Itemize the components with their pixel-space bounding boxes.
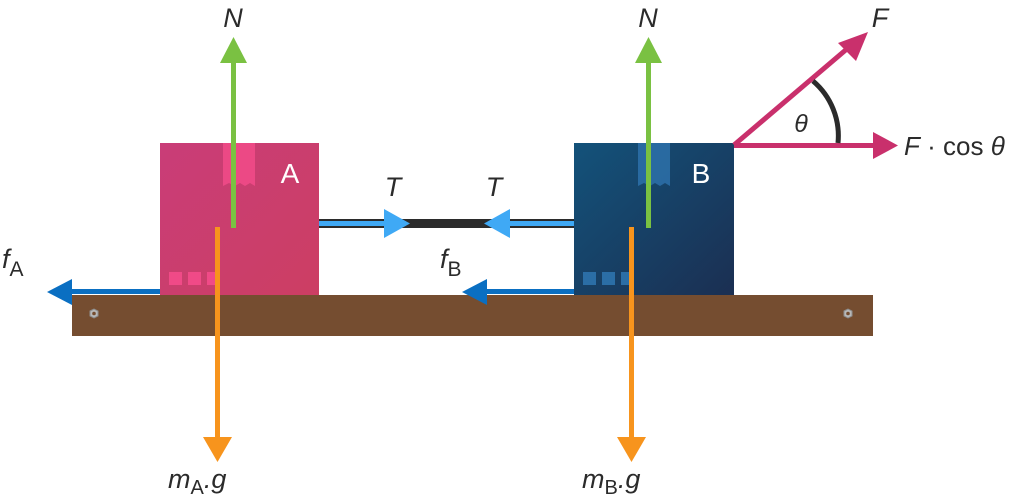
surface — [72, 295, 873, 336]
friction-label-a: fA — [2, 244, 24, 281]
weight-label-b-sub: B — [605, 477, 618, 499]
label-square — [602, 272, 615, 285]
block-b-label: B — [692, 158, 711, 189]
label-square — [169, 272, 182, 285]
weight-label-b: mB.g — [582, 464, 640, 499]
hex-nut-icon — [843, 308, 853, 319]
tension-shaft-b — [500, 221, 574, 226]
friction-arrow-a — [47, 279, 160, 305]
friction-label-a-sub: A — [10, 258, 24, 281]
tension-arrow-b — [484, 209, 510, 238]
hex-nut-icon — [89, 308, 99, 319]
horizontal-component-arrow — [734, 132, 898, 159]
friction-label-a-main: f — [2, 244, 12, 274]
tension-label-b: T — [486, 172, 505, 202]
weight-label-b-main: m — [582, 464, 605, 494]
applied-force-label: F — [872, 3, 890, 33]
tape-icon — [223, 143, 255, 186]
horizontal-component-label: F · cos θ — [904, 131, 1005, 161]
friction-arrow-b — [462, 279, 575, 305]
block-a-label: A — [281, 158, 300, 189]
angle-arc — [811, 79, 841, 144]
normal-label-a: N — [223, 3, 243, 33]
weight-label-b-tail: .g — [618, 464, 641, 494]
normal-arrow-a — [220, 37, 247, 228]
weight-label-a-main: m — [168, 464, 191, 494]
tape-icon — [638, 143, 670, 186]
label-square — [621, 272, 630, 285]
surface-board — [72, 295, 873, 336]
normal-arrow-b — [635, 37, 662, 228]
friction-label-b-main: f — [440, 244, 450, 274]
friction-label-b-sub: B — [448, 258, 462, 281]
normal-label-b: N — [638, 3, 658, 33]
block-b: B — [574, 143, 734, 295]
friction-label-b: fB — [440, 244, 462, 281]
label-square — [207, 272, 216, 285]
weight-label-a: mA.g — [168, 464, 226, 499]
weight-arrow-b — [617, 227, 646, 462]
applied-force-arrow — [732, 32, 868, 147]
block-a: A — [160, 143, 319, 295]
weight-arrow-a — [203, 227, 232, 462]
weight-label-a-sub: A — [191, 477, 205, 499]
tension-shaft-a — [319, 221, 394, 226]
weight-label-a-tail: .g — [204, 464, 227, 494]
rope — [319, 219, 574, 228]
label-square — [188, 272, 201, 285]
tension-label-a: T — [385, 172, 404, 202]
label-square — [583, 272, 596, 285]
tension-arrow-a — [384, 209, 410, 238]
angle-label: θ — [794, 110, 808, 138]
